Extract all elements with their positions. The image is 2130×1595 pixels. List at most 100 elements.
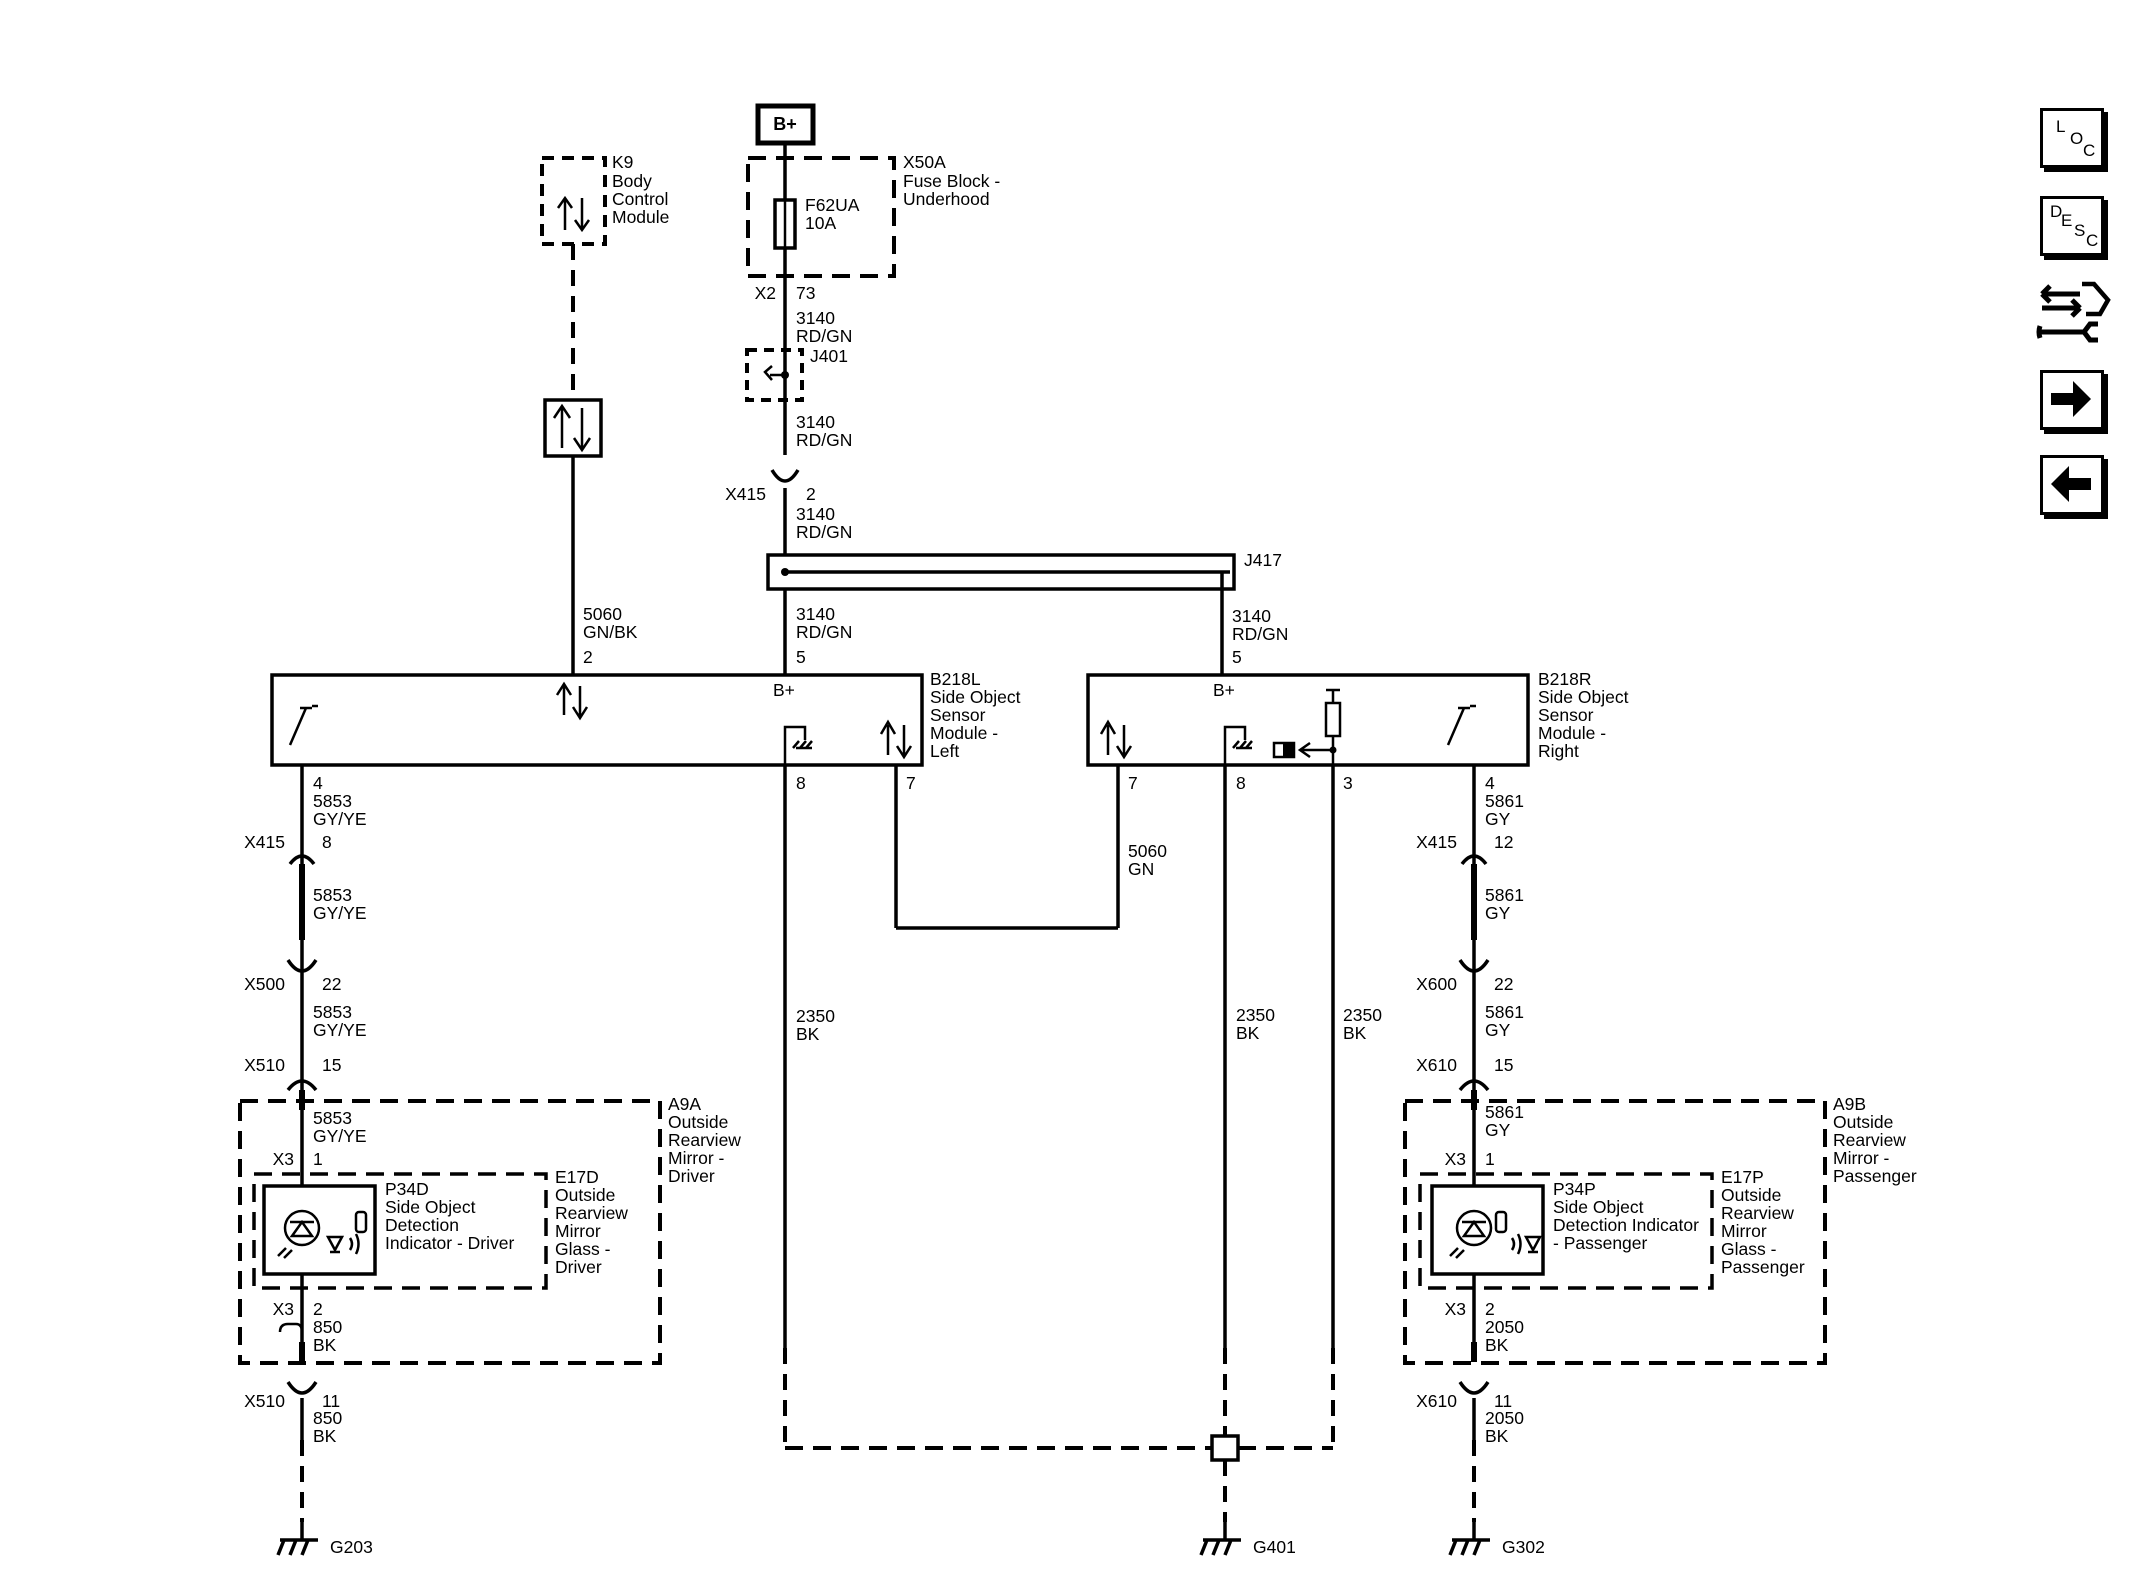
svg-text:1: 1 xyxy=(1485,1149,1495,1169)
svg-text:7: 7 xyxy=(1128,773,1138,793)
svg-text:11: 11 xyxy=(322,1391,340,1411)
svg-text:Underhood: Underhood xyxy=(903,189,990,209)
svg-text:GY: GY xyxy=(1485,1120,1511,1140)
svg-text:11: 11 xyxy=(1494,1391,1512,1411)
svg-text:7: 7 xyxy=(906,773,916,793)
led-icon xyxy=(1455,1209,1493,1247)
svg-text:BK: BK xyxy=(313,1426,337,1446)
data-arrows-icon xyxy=(552,403,592,453)
a9b-outside-mirror-passenger xyxy=(1403,1099,1827,1365)
svg-text:Passenger: Passenger xyxy=(1833,1166,1917,1186)
ground-g203 xyxy=(276,1522,318,1556)
svg-text:5853: 5853 xyxy=(313,1108,352,1128)
fuse-id: F62UA xyxy=(805,195,860,215)
power-label: B+ xyxy=(773,114,797,134)
x500-connector-22 xyxy=(286,959,318,973)
car-icon xyxy=(325,1235,345,1254)
svg-text:Detection Indicator: Detection Indicator xyxy=(1553,1215,1699,1235)
location-button[interactable]: L O C xyxy=(2040,108,2104,168)
svg-text:Rearview: Rearview xyxy=(555,1203,628,1223)
switch-output-icon xyxy=(1446,704,1476,746)
svg-text:3140: 3140 xyxy=(796,412,835,432)
serial-data-symbol xyxy=(543,398,603,458)
connector-repair-icon[interactable] xyxy=(2036,278,2112,348)
svg-text:22: 22 xyxy=(1494,974,1513,994)
svg-text:BK: BK xyxy=(1236,1023,1260,1043)
svg-text:Detection: Detection xyxy=(385,1215,459,1235)
svg-text:2350: 2350 xyxy=(1236,1005,1275,1025)
svg-text:X2: X2 xyxy=(755,283,776,303)
svg-text:22: 22 xyxy=(322,974,341,994)
svg-text:X610: X610 xyxy=(1416,1391,1457,1411)
svg-text:A9B: A9B xyxy=(1833,1094,1866,1114)
svg-text:X600: X600 xyxy=(1416,974,1457,994)
svg-text:GY/YE: GY/YE xyxy=(313,1126,367,1146)
svg-text:Rearview: Rearview xyxy=(1833,1130,1906,1150)
car-icon xyxy=(1523,1235,1543,1254)
svg-text:BK: BK xyxy=(1343,1023,1367,1043)
svg-text:RD/GN: RD/GN xyxy=(796,622,852,642)
svg-text:Side Object: Side Object xyxy=(1553,1197,1644,1217)
svg-text:5: 5 xyxy=(796,647,806,667)
svg-text:GN: GN xyxy=(1128,859,1154,879)
svg-text:Control: Control xyxy=(612,189,668,209)
svg-text:2: 2 xyxy=(1485,1299,1495,1319)
svg-text:X3: X3 xyxy=(273,1299,294,1319)
x510-connector-11 xyxy=(286,1381,318,1395)
svg-text:GN/BK: GN/BK xyxy=(583,622,638,642)
svg-text:Sensor: Sensor xyxy=(930,705,986,725)
svg-text:15: 15 xyxy=(1494,1055,1513,1075)
x50a-fuse-block xyxy=(746,156,896,278)
svg-text:3140: 3140 xyxy=(1232,606,1271,626)
svg-text:GY: GY xyxy=(1485,809,1511,829)
data-arrows-icon xyxy=(555,681,589,721)
svg-text:RD/GN: RD/GN xyxy=(796,430,852,450)
ground-g302 xyxy=(1448,1522,1490,1556)
svg-text:8: 8 xyxy=(1236,773,1246,793)
svg-text:E17P: E17P xyxy=(1721,1167,1764,1187)
x415-connector-2 xyxy=(770,469,800,483)
x415-connector-12 xyxy=(1460,854,1488,866)
svg-text:Rearview: Rearview xyxy=(668,1130,741,1150)
ground-internal-icon xyxy=(783,725,813,765)
svg-text:- Passenger: - Passenger xyxy=(1553,1233,1648,1253)
svg-text:A9A: A9A xyxy=(668,1094,701,1114)
svg-text:RD/GN: RD/GN xyxy=(796,522,852,542)
svg-text:Mirror -: Mirror - xyxy=(668,1148,725,1168)
svg-text:Sensor: Sensor xyxy=(1538,705,1594,725)
svg-text:Passenger: Passenger xyxy=(1721,1257,1805,1277)
svg-text:X3: X3 xyxy=(273,1149,294,1169)
svg-text:Right: Right xyxy=(1538,741,1579,761)
svg-text:E17D: E17D xyxy=(555,1167,599,1187)
svg-text:5853: 5853 xyxy=(313,791,352,811)
ground-g401 xyxy=(1199,1522,1241,1556)
svg-text:J401: J401 xyxy=(810,346,848,366)
svg-text:Side Object: Side Object xyxy=(1538,687,1629,707)
svg-text:Mirror -: Mirror - xyxy=(1833,1148,1890,1168)
svg-text:Side Object: Side Object xyxy=(385,1197,476,1217)
svg-text:2050: 2050 xyxy=(1485,1317,1524,1337)
svg-text:5853: 5853 xyxy=(313,1002,352,1022)
svg-text:850: 850 xyxy=(313,1317,342,1337)
svg-text:BK: BK xyxy=(1485,1426,1509,1446)
arrow-left-icon xyxy=(2051,466,2091,502)
arrow-right-icon xyxy=(2051,381,2091,417)
svg-text:73: 73 xyxy=(796,283,815,303)
svg-text:K9: K9 xyxy=(612,152,633,172)
data-arrows-icon xyxy=(1099,719,1133,760)
description-button[interactable]: D E S C xyxy=(2040,196,2104,256)
svg-text:X3: X3 xyxy=(1445,1299,1466,1319)
svg-text:GY: GY xyxy=(1485,1020,1511,1040)
b218r-side-object-sensor-right xyxy=(1086,673,1530,767)
svg-text:2: 2 xyxy=(806,484,816,504)
svg-text:3140: 3140 xyxy=(796,604,835,624)
ground-splice xyxy=(1210,1434,1240,1462)
svg-text:X415: X415 xyxy=(725,484,766,504)
a9a-outside-mirror-driver xyxy=(238,1099,662,1365)
svg-text:5853: 5853 xyxy=(313,885,352,905)
previous-page-button[interactable] xyxy=(2040,455,2104,515)
next-page-button[interactable] xyxy=(2040,370,2104,430)
svg-text:2: 2 xyxy=(313,1299,323,1319)
svg-text:12: 12 xyxy=(1494,832,1513,852)
svg-text:X415: X415 xyxy=(1416,832,1457,852)
